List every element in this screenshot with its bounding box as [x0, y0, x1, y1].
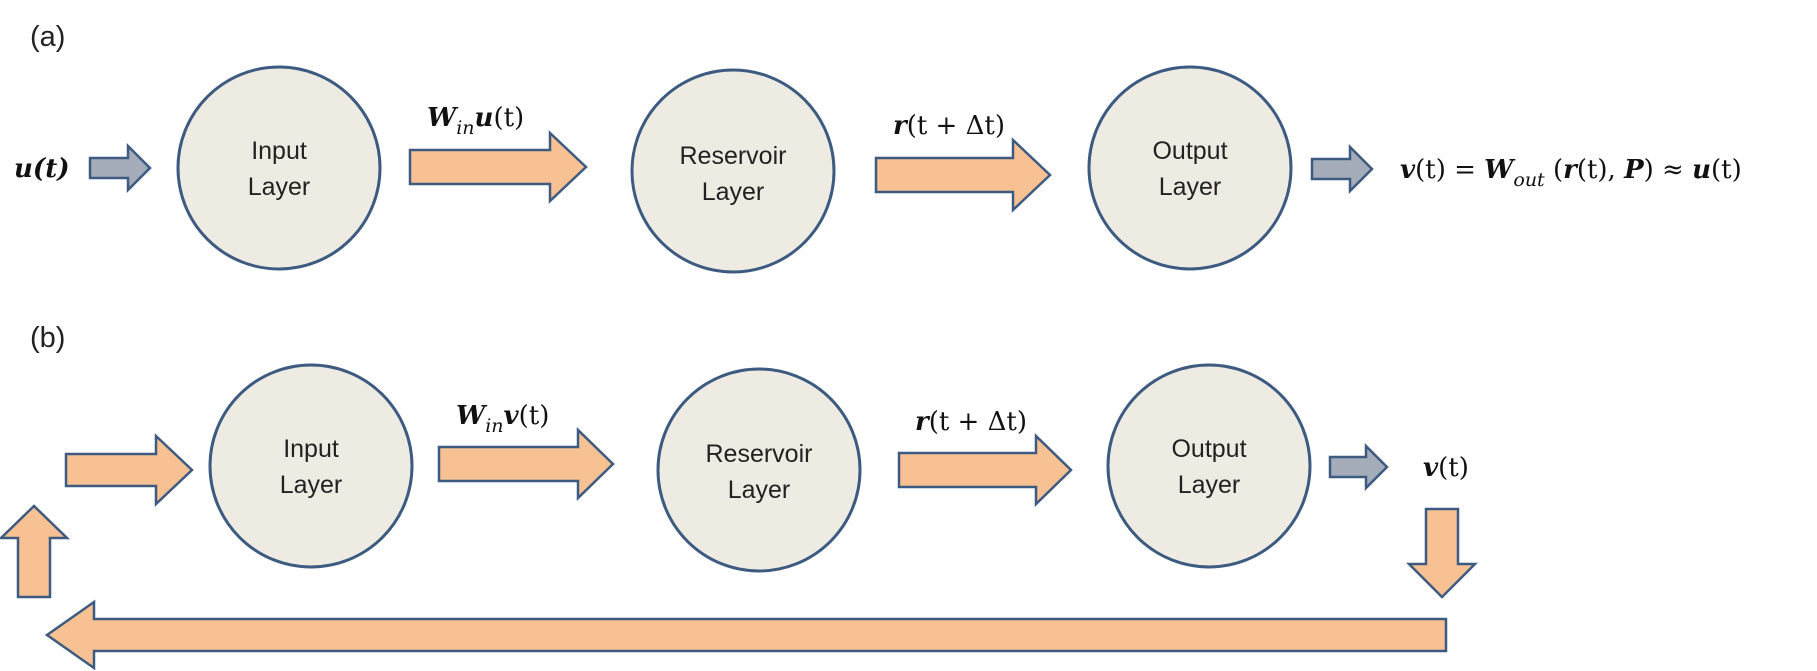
- svg-text:Layer: Layer: [1159, 173, 1222, 201]
- panel-b-label: (b): [30, 322, 65, 354]
- panel-a-reservoir-to-output-arrow: [874, 137, 1052, 213]
- panel-a-output-arrow: [1310, 143, 1374, 195]
- panel-a-win-u-label: Winu(t): [427, 103, 524, 139]
- svg-text:Output: Output: [1171, 435, 1246, 463]
- panel-a-input-layer: Input Layer: [176, 65, 382, 271]
- panel-a-input-to-reservoir-arrow: [408, 130, 588, 204]
- svg-text:Layer: Layer: [702, 178, 765, 206]
- svg-text:Input: Input: [251, 137, 307, 165]
- panel-b-win-v-label: Winv(t): [456, 401, 549, 437]
- panel-b-output-layer: Output Layer: [1106, 363, 1312, 569]
- panel-b-output-label: v(t): [1423, 453, 1469, 483]
- panel-b-feedback-return-arrow: [44, 599, 1448, 671]
- panel-a-input-label: u(t): [14, 154, 70, 184]
- svg-text:Input: Input: [283, 435, 339, 463]
- svg-text:Layer: Layer: [280, 471, 343, 499]
- panel-a-label: (a): [30, 21, 65, 53]
- panel-b-r-label: r(t + Δt): [915, 407, 1027, 437]
- panel-b-output-arrow: [1328, 442, 1389, 492]
- panel-a-r-label: r(t + Δt): [893, 111, 1005, 141]
- panel-b-reservoir-layer: Reservoir Layer: [656, 367, 862, 573]
- svg-text:Layer: Layer: [248, 173, 311, 201]
- svg-text:Output: Output: [1152, 137, 1227, 165]
- panel-b-input-layer: Input Layer: [208, 363, 414, 569]
- panel-a-input-arrow: [88, 142, 152, 194]
- svg-text:Reservoir: Reservoir: [680, 142, 787, 170]
- panel-b-input-to-reservoir-arrow: [437, 427, 615, 501]
- panel-b-feedback-down-arrow: [1405, 507, 1479, 599]
- panel-a-output-equation: v(t) = Wout (r(t), P) ≈ u(t): [1400, 155, 1742, 191]
- svg-text:Layer: Layer: [728, 476, 791, 504]
- panel-b-feedback-up-arrow: [0, 504, 71, 599]
- svg-text:Layer: Layer: [1178, 471, 1241, 499]
- panel-b-feedback-input-arrow: [64, 433, 194, 507]
- svg-text:Reservoir: Reservoir: [706, 440, 813, 468]
- panel-b-reservoir-to-output-arrow: [897, 433, 1073, 507]
- panel-a-output-layer: Output Layer: [1087, 65, 1293, 271]
- panel-a-reservoir-layer: Reservoir Layer: [630, 68, 836, 274]
